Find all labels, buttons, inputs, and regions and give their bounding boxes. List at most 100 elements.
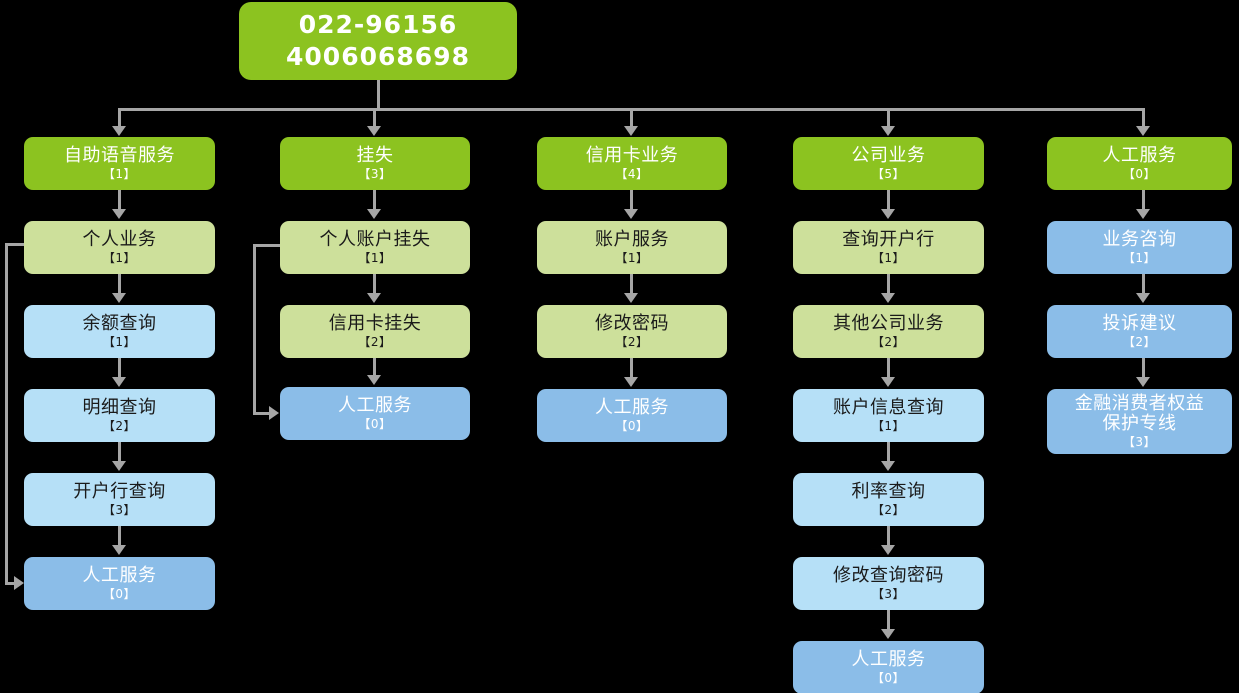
arrowhead-col4-3: [881, 377, 895, 387]
connector-col5-3: [1142, 358, 1145, 379]
node-label: 修改查询密码: [833, 564, 944, 586]
node-label: 人工服务: [595, 396, 669, 418]
node-key: 【2】: [102, 418, 137, 433]
node-agent-service-col1[interactable]: 人工服务 【0】: [24, 557, 215, 610]
node-key: 【2】: [871, 502, 906, 517]
node-key: 【5】: [871, 166, 906, 181]
arrowhead-col1-1: [112, 209, 126, 219]
connector-col1-bypass-bottom: [5, 582, 17, 585]
node-key: 【4】: [615, 166, 649, 181]
connector-bus-drop-col2: [373, 108, 376, 128]
connector-col2-1: [373, 190, 376, 211]
node-business-consultation[interactable]: 业务咨询 【1】: [1047, 221, 1232, 274]
connector-col2-bypass-side: [253, 244, 256, 414]
node-label: 利率查询: [851, 480, 926, 502]
node-key: 【1】: [615, 250, 649, 265]
node-agent-service-col4[interactable]: 人工服务 【0】: [793, 641, 984, 693]
connector-col4-3: [887, 358, 890, 379]
arrowhead-col1: [112, 126, 126, 136]
arrowhead-col4-2: [881, 293, 895, 303]
node-manual-service-root[interactable]: 人工服务 【0】: [1047, 137, 1232, 190]
node-label: 个人业务: [82, 228, 157, 250]
node-root-phone-numbers[interactable]: 022-96156 4006068698: [239, 2, 517, 80]
connector-col2-2: [373, 274, 376, 295]
arrowhead-col1-2: [112, 293, 126, 303]
node-key: 【2】: [615, 334, 649, 349]
node-key: 【1】: [102, 334, 137, 349]
arrowhead-col4-5: [881, 545, 895, 555]
connector-col4-4: [887, 442, 890, 463]
arrowhead-col4-4: [881, 461, 895, 471]
node-complaint-suggestion[interactable]: 投诉建议 【2】: [1047, 305, 1232, 358]
node-transaction-detail-inquiry[interactable]: 明细查询 【2】: [24, 389, 215, 442]
connector-col1-1: [118, 190, 121, 211]
node-label: 其他公司业务: [833, 312, 944, 334]
node-agent-service-col2[interactable]: 人工服务 【0】: [280, 387, 470, 440]
node-label: 信用卡业务: [585, 144, 679, 166]
node-other-corporate-business[interactable]: 其他公司业务 【2】: [793, 305, 984, 358]
node-account-service[interactable]: 账户服务 【1】: [537, 221, 727, 274]
arrowhead-col1-4: [112, 461, 126, 471]
arrowhead-col5-2: [1136, 293, 1150, 303]
connector-col3-3: [630, 358, 633, 379]
node-key: 【0】: [871, 670, 906, 685]
node-agent-service-col3[interactable]: 人工服务 【0】: [537, 389, 727, 442]
connector-col1-bypass-side: [5, 243, 8, 583]
arrowhead-col3-1: [624, 209, 638, 219]
node-personal-account-loss[interactable]: 个人账户挂失 【1】: [280, 221, 470, 274]
connector-col3-2: [630, 274, 633, 295]
arrowhead-col4-1: [881, 209, 895, 219]
node-credit-card-business[interactable]: 信用卡业务 【4】: [537, 137, 727, 190]
arrowhead-col1-bypass: [14, 576, 24, 590]
arrowhead-col4: [881, 126, 895, 136]
connector-bus-drop-col5: [1142, 108, 1145, 128]
connector-col1-5: [118, 526, 121, 547]
node-label: 人工服务: [82, 564, 157, 586]
node-key: 【1】: [102, 250, 137, 265]
connector-bus-drop-col4: [887, 108, 890, 128]
arrowhead-col2-1: [367, 209, 381, 219]
node-label: 信用卡挂失: [328, 312, 422, 334]
arrowhead-col5-1: [1136, 209, 1150, 219]
node-credit-card-loss[interactable]: 信用卡挂失 【2】: [280, 305, 470, 358]
connector-col2-bypass-bottom: [253, 412, 271, 415]
connector-col2-bypass-top: [253, 244, 283, 247]
node-balance-inquiry[interactable]: 余额查询 【1】: [24, 305, 215, 358]
node-key: 【3】: [102, 502, 137, 517]
connector-bus-drop-col3: [630, 108, 633, 128]
connector-col4-5: [887, 526, 890, 547]
arrowhead-col5: [1136, 126, 1150, 136]
arrowhead-col4-6: [881, 629, 895, 639]
connector-col1-2: [118, 274, 121, 295]
node-account-info-inquiry[interactable]: 账户信息查询 【1】: [793, 389, 984, 442]
connector-col3-1: [630, 190, 633, 211]
node-personal-business[interactable]: 个人业务 【1】: [24, 221, 215, 274]
node-opening-bank-inquiry[interactable]: 开户行查询 【3】: [24, 473, 215, 526]
connector-bus-drop-col1: [118, 108, 121, 128]
node-interest-rate-inquiry[interactable]: 利率查询 【2】: [793, 473, 984, 526]
node-label: 金融消费者权益 保护专线: [1074, 392, 1205, 434]
node-label: 022-96156 4006068698: [286, 10, 470, 71]
node-label: 投诉建议: [1102, 312, 1177, 334]
connector-col4-1: [887, 190, 890, 211]
node-label: 人工服务: [1102, 144, 1177, 166]
node-key: 【2】: [358, 334, 392, 349]
node-label: 开户行查询: [73, 480, 166, 502]
arrowhead-col1-3: [112, 377, 126, 387]
node-query-opening-bank[interactable]: 查询开户行 【1】: [793, 221, 984, 274]
arrowhead-col3: [624, 126, 638, 136]
node-key: 【3】: [871, 586, 906, 601]
node-change-password[interactable]: 修改密码 【2】: [537, 305, 727, 358]
node-key: 【2】: [1122, 334, 1157, 349]
arrowhead-col2: [367, 126, 381, 136]
node-financial-consumer-rights-hotline[interactable]: 金融消费者权益 保护专线 【3】: [1047, 389, 1232, 454]
node-key: 【0】: [358, 416, 392, 431]
connector-col1-3: [118, 358, 121, 379]
arrowhead-col2-bypass: [269, 406, 279, 420]
node-self-service-voice[interactable]: 自助语音服务 【1】: [24, 137, 215, 190]
node-label: 账户服务: [595, 228, 669, 250]
node-change-inquiry-password[interactable]: 修改查询密码 【3】: [793, 557, 984, 610]
node-label: 人工服务: [851, 648, 926, 670]
node-corporate-business[interactable]: 公司业务 【5】: [793, 137, 984, 190]
node-report-loss[interactable]: 挂失 【3】: [280, 137, 470, 190]
